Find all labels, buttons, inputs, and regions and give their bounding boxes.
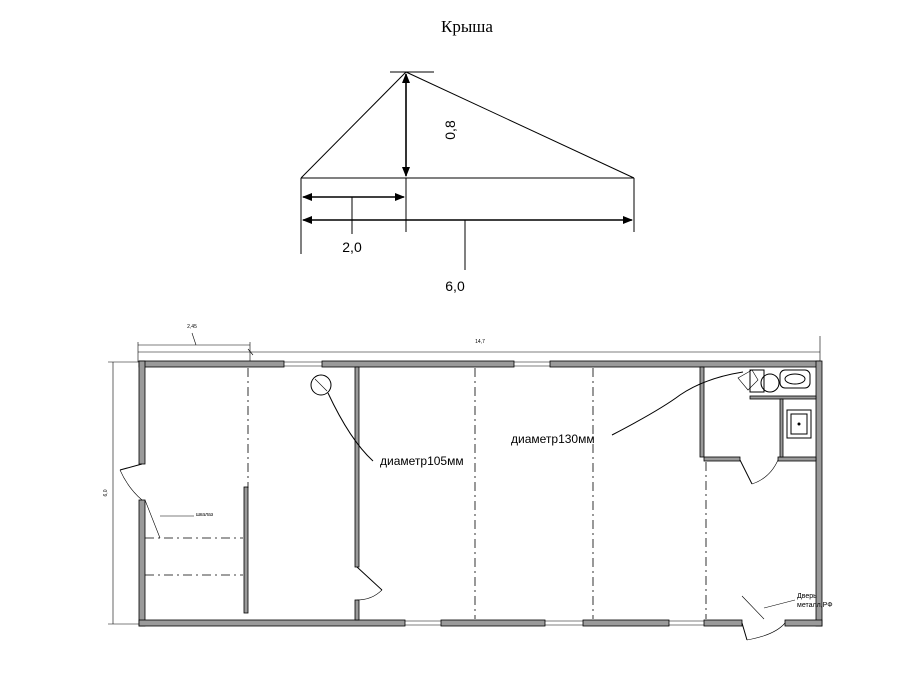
sink-fixture: [786, 409, 812, 439]
left-height-dim-label: 6,0: [103, 489, 109, 496]
room-label-left: шкалаз: [196, 512, 214, 518]
pipe-left: диаметр105мм: [310, 374, 464, 468]
roof-left-span-label: 2,0: [342, 239, 362, 255]
roof-height-dimension: 0,8: [396, 73, 458, 179]
outer-walls: [138, 360, 823, 627]
door-label-line2: металл,РФ: [797, 602, 833, 609]
roof-section: Крыша 0,8 2,0 6,0: [300, 17, 635, 294]
roof-title: Крыша: [441, 17, 493, 36]
left-door: [119, 463, 161, 539]
axis-lines: [145, 368, 707, 619]
top-window: [284, 361, 550, 367]
pipe-right-label: диаметр130мм: [511, 432, 595, 446]
interior-walls: [243, 366, 817, 621]
middle-door: [356, 566, 383, 601]
top-total-dim-label: 14,7: [475, 339, 485, 345]
roof-span-dimensions: 2,0 6,0: [300, 178, 635, 294]
bathroom-door: [739, 459, 779, 485]
roof-triangle: [300, 71, 635, 179]
entrance-door: [741, 595, 796, 641]
pipe-right: диаметр130мм: [511, 371, 744, 446]
toilet-fixture: [737, 369, 811, 393]
left-dimension: 6,0: [103, 361, 140, 625]
floor-plan: 2,45 14,7 6,0: [103, 324, 833, 641]
roof-height-label: 0,8: [442, 120, 458, 140]
top-dimension: 2,45 14,7: [137, 324, 821, 362]
roof-total-span-label: 6,0: [445, 278, 465, 294]
top-small-dim-label: 2,45: [187, 324, 197, 330]
pipe-left-label: диаметр105мм: [380, 454, 464, 468]
bottom-window: [405, 620, 704, 626]
door-label-line1: Дверь: [797, 593, 817, 600]
